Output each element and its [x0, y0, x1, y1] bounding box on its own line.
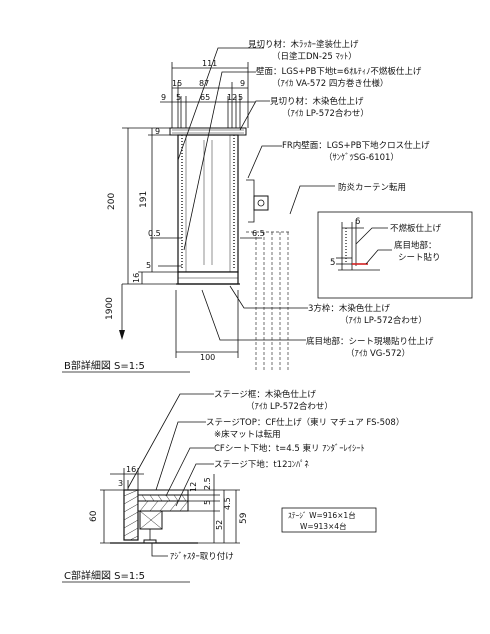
inset-label-sheet: シート貼り	[398, 252, 441, 263]
dim-1900: 1900	[105, 297, 115, 320]
c-dim-3: 3	[118, 479, 123, 488]
dim-5b: 5	[238, 93, 243, 102]
c-dim-4-5: 4.5	[223, 497, 232, 510]
section-c-drawing	[62, 393, 377, 583]
inset-dim2: 5	[330, 258, 335, 268]
c-dim-16: 16	[126, 465, 136, 474]
b-label-mikiri2-sub: （ｱｲｶ LP-572合わせ）	[282, 108, 369, 119]
section-b-title: B部詳細図 S=1:5	[64, 359, 145, 372]
dim-200: 200	[107, 193, 117, 210]
c-dim-5: 5	[203, 500, 212, 505]
c-label-frame-sub: （ｱｲｶ LP-572合わせ）	[246, 401, 333, 412]
c-dim-2-5: 2.5	[203, 477, 212, 490]
b-label-sanpo-sub: （ｱｲｶ LP-572合わせ）	[340, 315, 427, 326]
section-b-drawing	[62, 47, 473, 373]
c-dim-59: 59	[239, 512, 249, 524]
c-dim-52: 52	[215, 520, 224, 530]
inset-label-funen: 不燃板仕上げ	[390, 223, 442, 234]
dim-111: 111	[202, 59, 217, 68]
c-label-top-note: ※床マットは転用	[214, 429, 281, 440]
b-label-mikiri-top-sub: （日塗工DN-25 ﾏｯﾄ）	[272, 51, 357, 62]
dim-0-5: 0.5	[148, 229, 161, 238]
b-label-base: 底目地部：シート現場貼り仕上げ	[306, 336, 434, 347]
c-dim-60: 60	[89, 510, 99, 522]
b-label-mikiri2: 見切り材：木染色仕上げ	[270, 96, 364, 107]
b-label-wall: 壁面：LGS+PB下地t=6ｵﾙﾃｨﾉ不燃板仕上げ	[256, 66, 422, 77]
section-c-title: C部詳細図 S=1:5	[64, 569, 145, 582]
dim-87: 87	[199, 79, 209, 88]
dim-6-5: 6.5	[252, 229, 265, 238]
b-label-sanpo: 3方枠：木染色仕上げ	[308, 303, 390, 314]
dim-9b: 9	[161, 93, 166, 102]
dim-100: 100	[200, 353, 215, 362]
c-box-line2: W=913×4台	[300, 521, 347, 531]
c-dim-12: 12	[189, 482, 198, 492]
b-label-base-sub: （ｱｲｶ VG-572）	[346, 348, 410, 359]
b-label-mikiri-top: 見切り材：木ﾗｯｶｰ塗装仕上げ	[248, 39, 359, 50]
dim-16: 16	[132, 273, 141, 283]
c-label-adjuster: ｱｼﾞｬｽﾀｰ取り付け	[170, 551, 234, 562]
dim-9c: 9	[155, 127, 160, 136]
inset-dim: 6	[355, 217, 360, 227]
c-label-top: ステージTOP：CF仕上げ（東リ マチュア FS-508）	[206, 417, 404, 428]
dim-12: 12	[227, 93, 237, 102]
c-label-base: ステージ下地：t12ｺﾝﾊﾟﾈ	[214, 459, 309, 470]
b-label-fr-sub: （ｻﾝｹﾞﾂSG-6101）	[324, 152, 399, 163]
dim-9a: 9	[240, 79, 245, 88]
c-label-frame: ステージ框：木染色仕上げ	[214, 389, 316, 400]
b-label-fr: FR内壁面：LGS+PB下地クロス仕上げ	[282, 140, 430, 151]
dim-15: 15	[172, 79, 182, 88]
b-label-curtain: 防炎カーテン転用	[338, 182, 406, 193]
b-label-wall-sub: （ｱｲｶ VA-572 四方巻き仕様）	[272, 78, 388, 89]
dim-5c: 5	[146, 261, 151, 270]
c-label-cf: CFシート下地：t=4.5 東リ ｱﾝﾀﾞｰﾚｲｼｰﾄ	[214, 443, 365, 454]
inset-label-base: 底目地部：	[394, 240, 437, 251]
c-box-line1: ｽﾃｰｼﾞ W=916×1台	[288, 510, 356, 520]
dim-191: 191	[139, 191, 149, 208]
dim-65: 65	[200, 93, 210, 102]
dim-5a: 5	[176, 93, 181, 102]
